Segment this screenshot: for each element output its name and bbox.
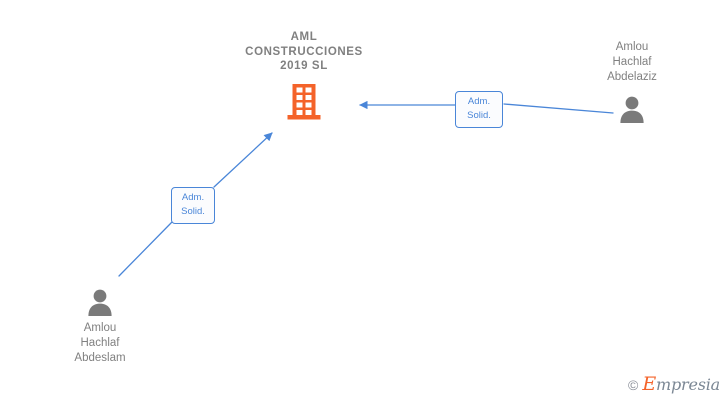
copyright-icon: ©	[628, 376, 639, 393]
person-icon-wrap	[35, 283, 165, 317]
person-icon-wrap	[567, 90, 697, 124]
empresia-watermark: © Empresia	[628, 375, 720, 394]
brand-wordmark: Empresia	[642, 375, 720, 394]
edge-person-right-to-label	[503, 103, 614, 114]
company-icon-wrap	[222, 80, 386, 122]
person-name-label: Amlou Hachlaf Abdeslam	[74, 322, 126, 364]
edge-label-to-company-left	[213, 132, 273, 188]
person-node-abdelaziz[interactable]: Amlou Hachlaf Abdelaziz	[567, 40, 697, 124]
brand-initial: E	[642, 373, 656, 395]
building-icon	[287, 83, 321, 119]
person-node-abdeslam[interactable]: Amlou Hachlaf Abdeslam	[35, 283, 165, 366]
edge-person-left-to-label	[118, 221, 173, 277]
brand-rest: mpresia	[656, 375, 720, 394]
person-icon	[88, 289, 112, 316]
person-name-label: Amlou Hachlaf Abdelaziz	[607, 41, 657, 83]
relation-label-adm-solid-left[interactable]: Adm. Solid.	[171, 187, 215, 224]
person-icon	[620, 96, 644, 123]
company-node[interactable]: AML CONSTRUCCIONES 2019 SL	[222, 30, 386, 122]
relation-label-adm-solid-right[interactable]: Adm. Solid.	[455, 91, 503, 128]
company-name-label: AML CONSTRUCCIONES 2019 SL	[245, 31, 363, 72]
